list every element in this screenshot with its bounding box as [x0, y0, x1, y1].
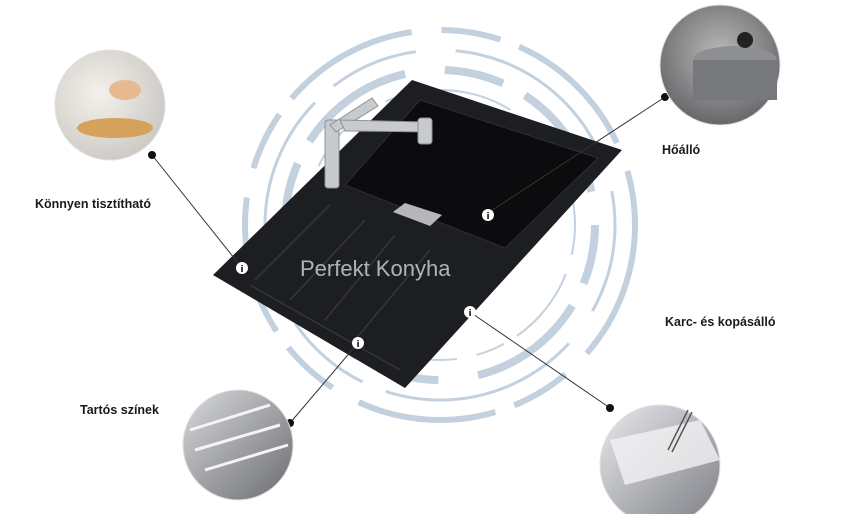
detail-heat-resistant: [659, 4, 781, 126]
detail-easy-clean: [54, 49, 166, 161]
watermark: Perfekt Konyha: [300, 256, 451, 281]
info-icon: i: [352, 337, 364, 350]
faucet: [324, 97, 433, 189]
detail-scratch-resistant: [599, 404, 721, 514]
detail-lasting-colors: [182, 389, 294, 501]
drain-plate: [393, 203, 442, 226]
drainboard-grooves: [249, 204, 431, 371]
info-icon: i: [464, 306, 476, 319]
info-icon: i: [482, 209, 494, 222]
svg-text:i: i: [240, 265, 243, 275]
svg-text:i: i: [356, 340, 359, 350]
callout-lines: [151, 96, 666, 424]
feature-label-easy-clean: Könnyen tisztítható: [35, 197, 151, 211]
info-icon: i: [236, 262, 248, 275]
svg-text:i: i: [468, 309, 471, 319]
svg-text:i: i: [486, 212, 489, 222]
feature-label-scratch-resistant: Karc- és kopásálló: [665, 315, 776, 329]
feature-label-lasting-colors: Tartós színek: [80, 403, 159, 417]
feature-label-heat-resistant: Hőálló: [662, 143, 701, 157]
